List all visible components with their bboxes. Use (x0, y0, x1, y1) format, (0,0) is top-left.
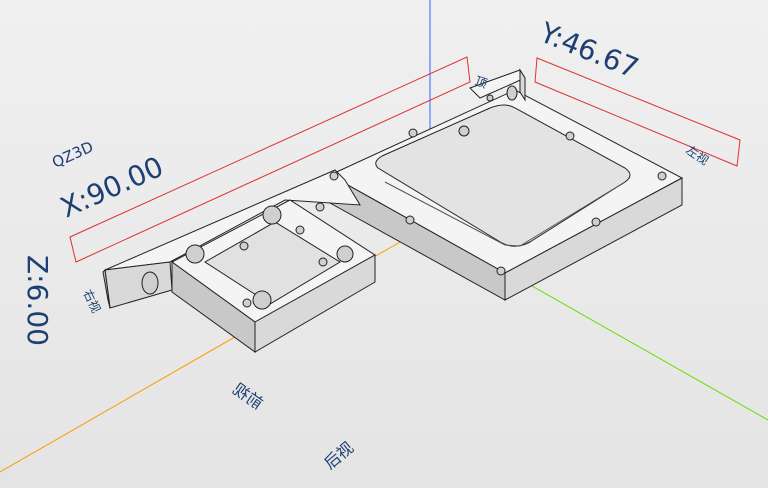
part-model[interactable] (102, 68, 684, 353)
x-dimension-box (69, 56, 471, 263)
view-label-front: 前视 (229, 379, 266, 413)
y-dimension-label: Y:46.67 (534, 16, 643, 86)
view-label-back: 后视 (320, 438, 357, 473)
view-label-top: 顶 (473, 74, 489, 91)
z-dimension-label: Z:6.00 (21, 255, 54, 346)
brand-label: QZ3D (49, 138, 96, 172)
y-dimension-box (534, 57, 741, 167)
view-label-right: 右视 (80, 287, 104, 315)
